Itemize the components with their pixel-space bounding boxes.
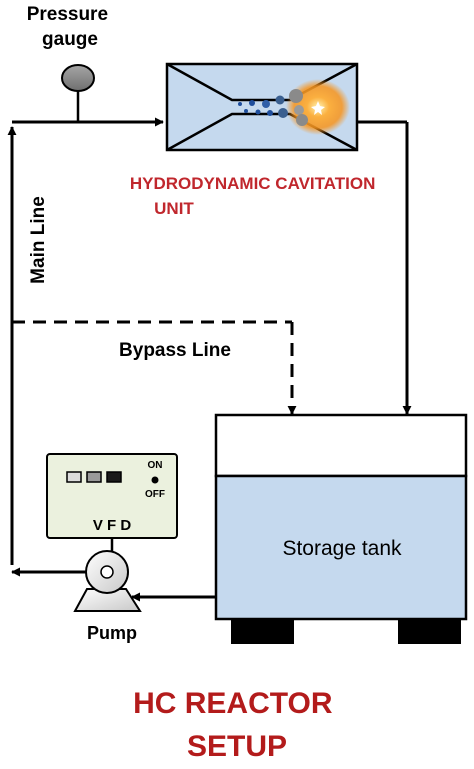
pressure-gauge-label-line1: Pressure [27,4,108,25]
vfd-button-1 [66,471,82,483]
tank-foot-right [398,619,461,644]
diagram-title-line1: HC REACTOR [133,687,333,720]
diagram-title: HC REACTOR SETUP [133,687,341,763]
bypass-line-label: Bypass Line [119,340,231,361]
vfd-button-3 [106,471,122,483]
pump-label: Pump [87,623,137,643]
cavitation-unit-label-line1: HYDRODYNAMIC CAVITATION [130,174,376,193]
return-line [357,120,412,415]
vfd-switch [151,476,159,484]
pressure-gauge-label-line2: gauge [42,29,98,50]
main-line [7,117,164,565]
cavitation-bubbles-icon [238,89,308,126]
tank-foot-left [231,619,294,644]
vfd-button-2 [86,471,102,483]
cavitation-unit-label-line2: UNIT [154,199,194,218]
centrifugal-pump-icon [73,550,142,612]
pressure-gauge-label: Pressure gauge [27,4,114,50]
cavitation-unit-label: HYDRODYNAMIC CAVITATION UNIT [130,174,380,218]
cavitation-unit [165,62,359,152]
diagram-title-line2: SETUP [187,730,287,763]
vfd-off-label: OFF [145,489,165,500]
bypass-line [12,320,297,415]
storage-tank-label: Storage tank [282,537,402,560]
star-spark-icon [311,101,325,115]
vfd-label: V F D [93,517,132,534]
vfd-on-label: ON [148,460,163,471]
storage-tank [214,413,468,644]
main-line-label: Main Line [28,196,49,284]
pressure-gauge-icon [61,64,95,122]
